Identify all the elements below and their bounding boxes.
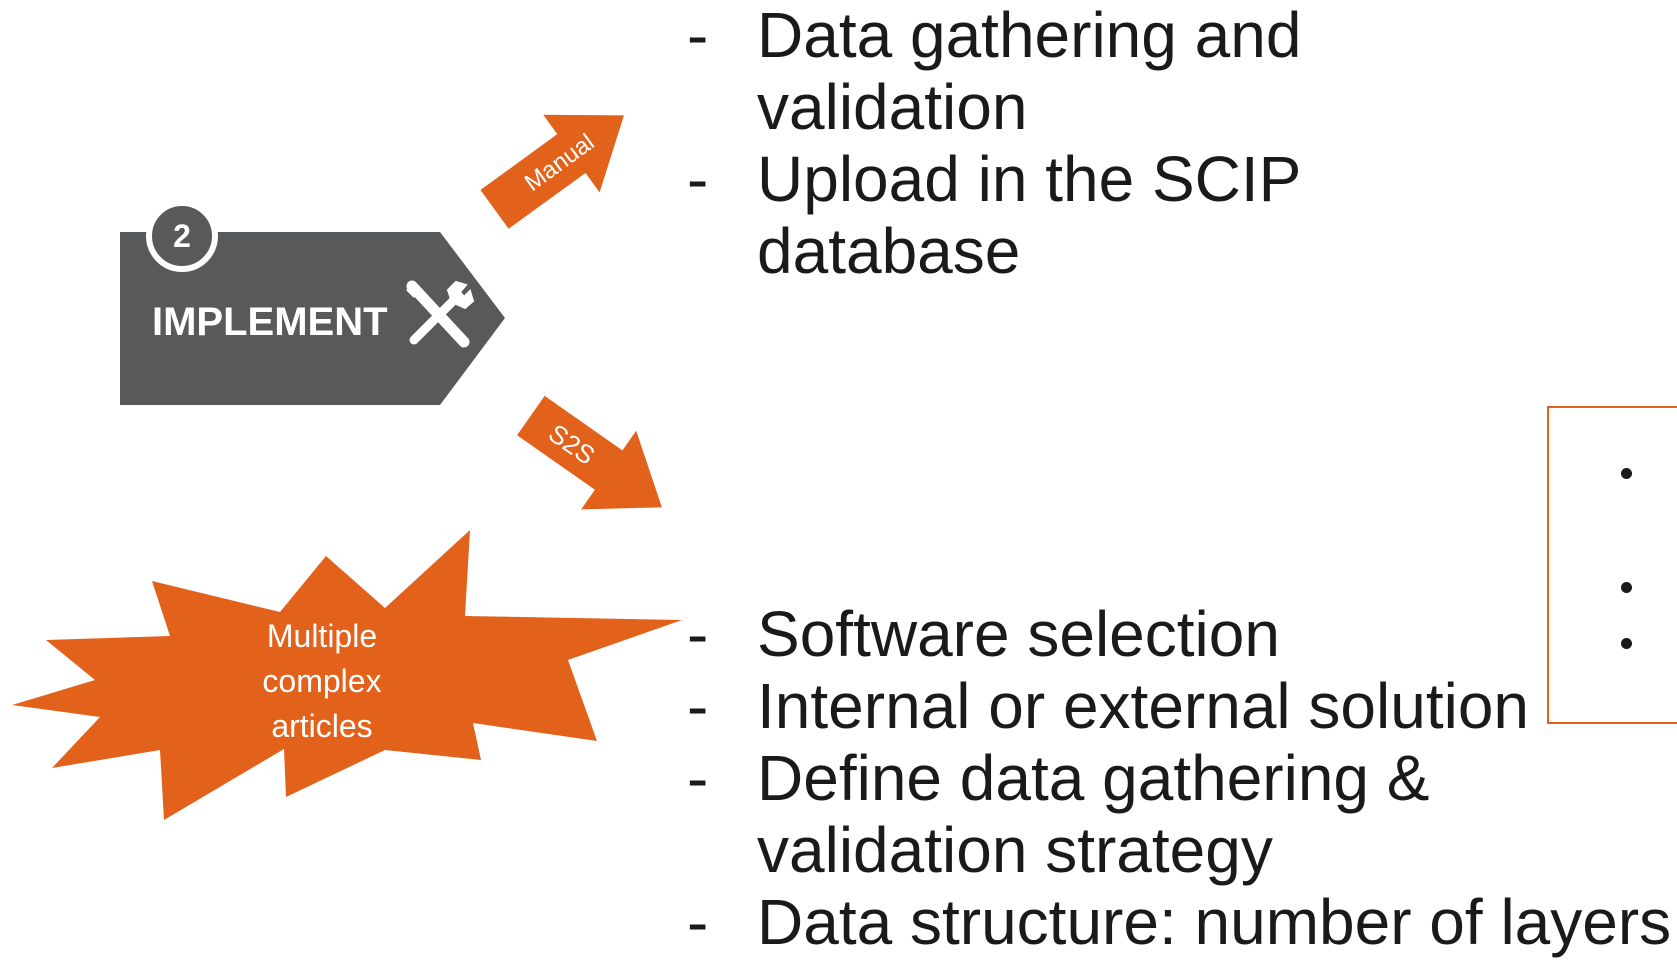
manual-arrow: Manual <box>480 114 624 229</box>
burst-line-3: articles <box>271 708 372 744</box>
manual-step-2-line-1: Upload in the SCIP <box>757 143 1302 215</box>
s2s-step-2-text: Internal or external solution <box>757 670 1529 742</box>
side-info-box <box>1547 406 1677 724</box>
manual-steps-list: - Data gathering and validation - Upload… <box>687 0 1657 287</box>
implement-label: IMPLEMENT <box>152 300 388 344</box>
side-box-bullet-2 <box>1621 582 1632 593</box>
list-dash: - <box>687 670 709 742</box>
manual-step-2-line-2: database <box>757 215 1021 287</box>
s2s-step-2: - Internal or external solution <box>687 670 1677 742</box>
manual-step-1: - Data gathering and validation <box>687 0 1657 143</box>
step-number-circle <box>146 200 218 272</box>
list-dash: - <box>687 886 709 958</box>
manual-step-1-line-2: validation <box>757 71 1028 143</box>
list-dash: - <box>687 0 709 71</box>
s2s-step-1: - Software selection <box>687 598 1677 670</box>
s2s-step-1-text: Software selection <box>757 598 1280 670</box>
manual-step-1-line-1: Data gathering and <box>757 0 1302 71</box>
side-box-bullet-3 <box>1621 638 1632 649</box>
side-box-bullet-1 <box>1621 468 1632 479</box>
burst-line-2: complex <box>262 663 381 699</box>
step-number: 2 <box>173 218 191 254</box>
implement-shape <box>120 232 505 405</box>
list-dash: - <box>687 598 709 670</box>
list-dash: - <box>687 143 709 215</box>
s2s-step-4: - Data structure: number of layers <box>687 886 1677 958</box>
burst-line-1: Multiple <box>267 618 377 654</box>
tools-icon <box>406 280 475 348</box>
list-dash: - <box>687 742 709 814</box>
manual-step-2: - Upload in the SCIP database <box>687 143 1657 287</box>
s2s-arrow: S2S <box>517 395 662 510</box>
s2s-step-3: - Define data gathering & validation str… <box>687 742 1677 886</box>
complex-articles-burst <box>12 530 682 820</box>
s2s-step-3-line-1: Define data gathering & <box>757 742 1430 814</box>
s2s-step-4-text: Data structure: number of layers <box>757 886 1672 958</box>
s2s-steps-list: - Software selection - Internal or exter… <box>687 598 1677 958</box>
s2s-step-3-line-2: validation strategy <box>757 814 1273 886</box>
